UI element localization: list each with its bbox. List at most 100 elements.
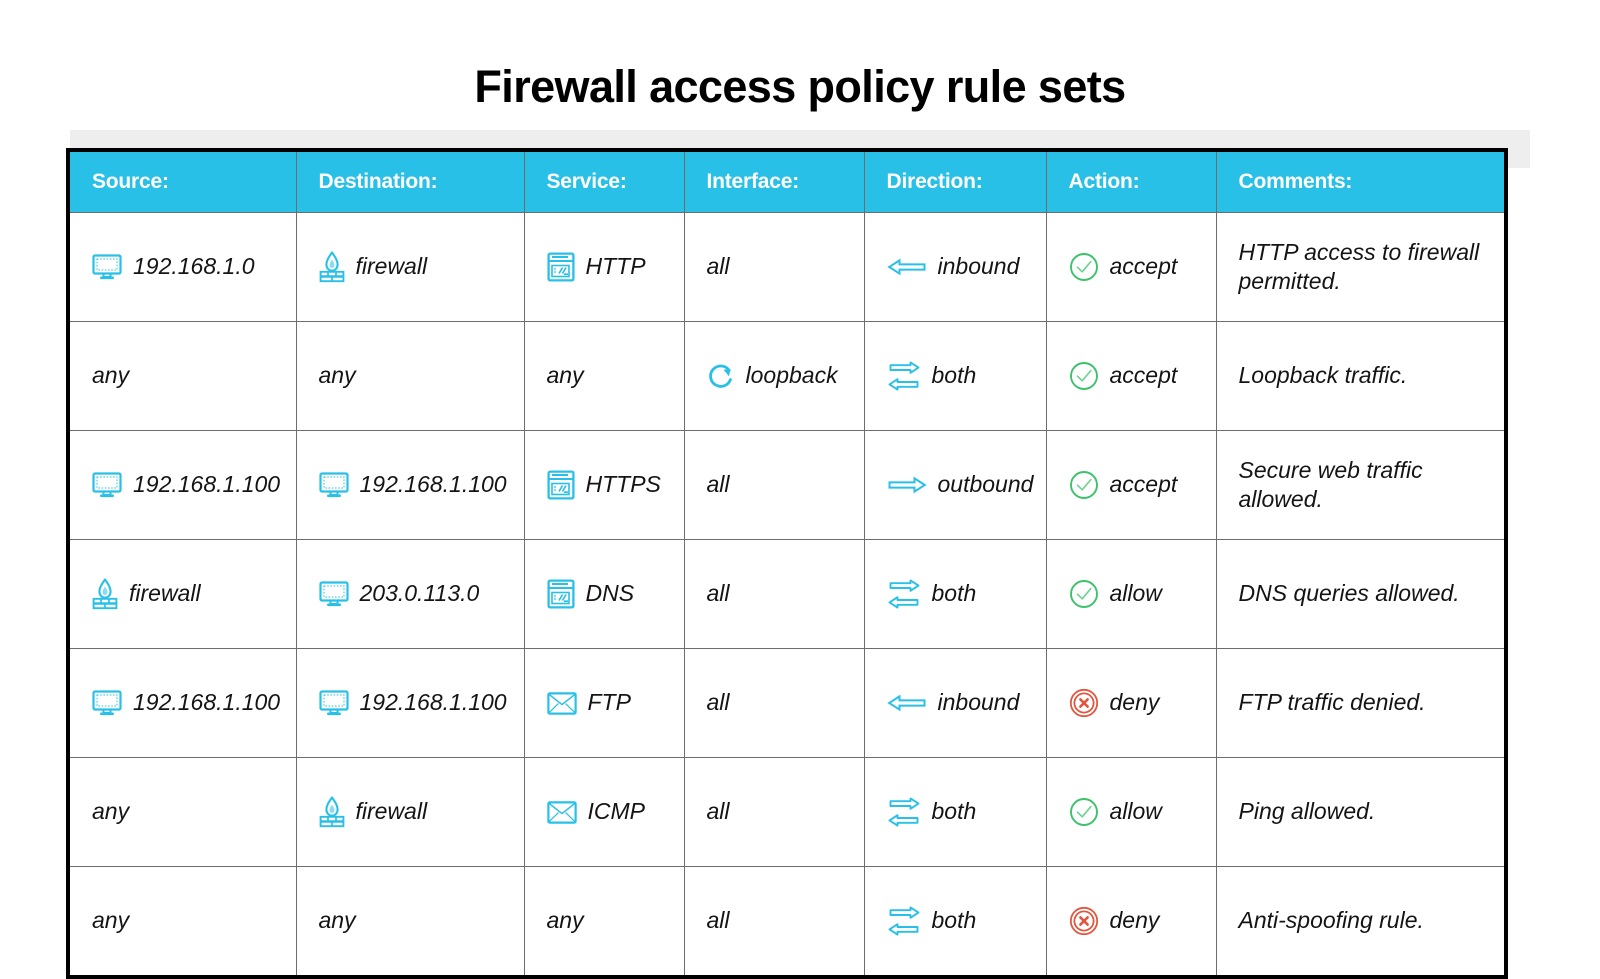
check-circle-icon <box>1069 797 1099 827</box>
cell-direction-label: both <box>931 907 977 934</box>
cell-source[interactable]: firewall <box>67 539 297 650</box>
column-header-comments[interactable]: Comments: <box>1215 149 1507 214</box>
firewall-icon <box>319 251 345 283</box>
cell-source-label: any <box>92 907 130 934</box>
cell-destination-label: 192.168.1.100 <box>359 689 507 716</box>
cell-service[interactable]: DNS <box>523 539 685 650</box>
monitor-icon <box>318 581 349 607</box>
cell-interface-label: loopback <box>745 362 838 389</box>
cell-interface[interactable]: all <box>683 648 865 759</box>
browser-window-icon <box>546 579 575 609</box>
column-header-service[interactable]: Service: <box>523 149 685 214</box>
monitor-icon <box>318 472 349 498</box>
cell-service-label: any <box>546 907 584 934</box>
firewall-rules-table: Source: Destination: Service: Interface:… <box>66 148 1508 979</box>
cell-comments[interactable]: Ping allowed. <box>1215 757 1507 868</box>
cell-service-label: FTP <box>587 689 631 716</box>
check-circle-icon <box>1069 361 1099 391</box>
cell-destination[interactable]: any <box>295 321 525 432</box>
cell-interface[interactable]: all <box>683 430 865 541</box>
cell-interface[interactable]: loopback <box>683 321 865 432</box>
cell-action[interactable]: accept <box>1045 321 1217 432</box>
cell-interface[interactable]: all <box>683 539 865 650</box>
cell-action[interactable]: allow <box>1045 539 1217 650</box>
cell-direction[interactable]: both <box>863 539 1047 650</box>
rules-table-container: Source: Destination: Service: Interface:… <box>66 148 1508 979</box>
cell-comments[interactable]: Secure web traffic allowed. <box>1215 430 1507 541</box>
cell-source[interactable]: 192.168.1.100 <box>67 430 297 541</box>
cell-direction[interactable]: both <box>863 866 1047 978</box>
table-header-row: Source: Destination: Service: Interface:… <box>67 149 1507 214</box>
cell-comments[interactable]: DNS queries allowed. <box>1215 539 1507 650</box>
cell-source[interactable]: 192.168.1.0 <box>67 212 297 323</box>
cell-source-label: 192.168.1.100 <box>133 689 281 716</box>
cell-source[interactable]: any <box>67 321 297 432</box>
cell-source[interactable]: 192.168.1.100 <box>67 648 297 759</box>
cell-interface-label: all <box>706 907 730 934</box>
arrows-exchange-icon <box>887 797 921 827</box>
cell-action[interactable]: deny <box>1045 648 1217 759</box>
cell-comments[interactable]: FTP traffic denied. <box>1215 648 1507 759</box>
cell-comments[interactable]: Anti-spoofing rule. <box>1215 866 1507 978</box>
cell-comments-label: Ping allowed. <box>1238 798 1376 825</box>
cell-destination[interactable]: 192.168.1.100 <box>295 430 525 541</box>
cell-destination[interactable]: 192.168.1.100 <box>295 648 525 759</box>
cell-interface-label: all <box>706 253 730 280</box>
cell-interface[interactable]: all <box>683 757 865 868</box>
page-root: Firewall access policy rule sets Source:… <box>0 30 1600 979</box>
cell-action-label: accept <box>1109 253 1178 280</box>
cell-destination[interactable]: firewall <box>295 212 525 323</box>
cell-action[interactable]: deny <box>1045 866 1217 978</box>
cell-service[interactable]: HTTP <box>523 212 685 323</box>
column-header-destination[interactable]: Destination: <box>295 149 525 214</box>
cell-comments-label: FTP traffic denied. <box>1238 689 1426 716</box>
cell-source-label: any <box>92 362 130 389</box>
cell-destination[interactable]: 203.0.113.0 <box>295 539 525 650</box>
cell-direction-label: both <box>931 362 977 389</box>
cell-service[interactable]: FTP <box>523 648 685 759</box>
check-circle-icon <box>1069 252 1099 282</box>
cell-service[interactable]: ICMP <box>523 757 685 868</box>
cell-direction[interactable]: inbound <box>863 212 1047 323</box>
cell-service[interactable]: any <box>523 866 685 978</box>
cell-direction-label: inbound <box>937 689 1020 716</box>
cell-source-label: firewall <box>129 580 201 607</box>
cell-action[interactable]: accept <box>1045 212 1217 323</box>
cell-direction[interactable]: both <box>863 757 1047 868</box>
column-header-action[interactable]: Action: <box>1045 149 1217 214</box>
table-row[interactable]: 192.168.1.100 192.168.1.100 FTP all inbound d… <box>67 648 1507 759</box>
cell-service-label: DNS <box>585 580 635 607</box>
cell-action[interactable]: allow <box>1045 757 1217 868</box>
check-circle-icon <box>1069 579 1099 609</box>
cell-direction[interactable]: inbound <box>863 648 1047 759</box>
cell-comments-label: HTTP access to firewall permitted. <box>1238 238 1480 295</box>
cell-service[interactable]: HTTPS <box>523 430 685 541</box>
monitor-icon <box>92 254 122 280</box>
cell-interface[interactable]: all <box>683 212 865 323</box>
cell-interface[interactable]: all <box>683 866 865 978</box>
cell-direction[interactable]: outbound <box>863 430 1047 541</box>
column-header-interface[interactable]: Interface: <box>683 149 865 214</box>
cell-comments[interactable]: Loopback traffic. <box>1215 321 1507 432</box>
column-header-direction[interactable]: Direction: <box>863 149 1047 214</box>
monitor-icon <box>92 690 122 716</box>
cell-comments-label: Anti-spoofing rule. <box>1238 907 1424 934</box>
cell-action[interactable]: accept <box>1045 430 1217 541</box>
cell-source[interactable]: any <box>67 866 297 978</box>
cell-source-label: 192.168.1.0 <box>133 253 255 280</box>
cell-source[interactable]: any <box>67 757 297 868</box>
arrows-exchange-icon <box>887 361 921 391</box>
column-header-source[interactable]: Source: <box>67 149 297 214</box>
cell-direction[interactable]: both <box>863 321 1047 432</box>
cell-service[interactable]: any <box>523 321 685 432</box>
check-circle-icon <box>1069 470 1099 500</box>
cell-destination[interactable]: firewall <box>295 757 525 868</box>
cell-comments[interactable]: HTTP access to firewall permitted. <box>1215 212 1507 323</box>
cell-destination[interactable]: any <box>295 866 525 978</box>
